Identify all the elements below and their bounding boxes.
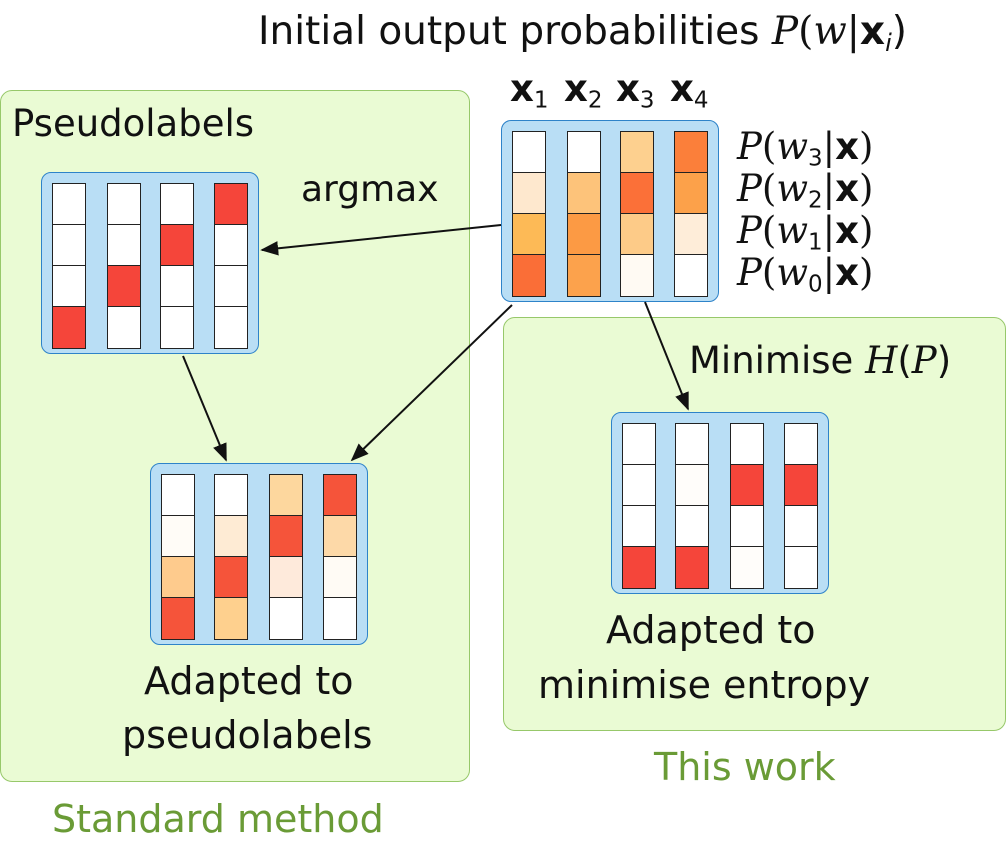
grid-cell (784, 505, 818, 548)
grid-cell (107, 183, 141, 226)
column-header-x3: x3 (616, 67, 655, 114)
grid-cell (269, 474, 303, 517)
grid-cell (161, 597, 195, 640)
grid-cell (214, 556, 248, 599)
grid-cell (784, 423, 818, 466)
grid-cell (674, 131, 708, 174)
grid-cell (214, 474, 248, 517)
minimise-entropy-heading: Minimise H(P) (689, 339, 952, 382)
grid-cell (675, 546, 709, 589)
standard-method-label: Standard method (52, 797, 384, 841)
grid-cell (214, 224, 248, 267)
grid-cell (622, 423, 656, 466)
grid-cell (674, 172, 708, 215)
grid-cell (675, 423, 709, 466)
grid-cell (323, 597, 357, 640)
grid-cell (52, 306, 86, 349)
grid-cell (214, 265, 248, 308)
grid-cell (160, 265, 194, 308)
grid-cell (567, 172, 601, 215)
grid-cell (160, 306, 194, 349)
argmax-label: argmax (301, 169, 439, 210)
adapted-pseudo-caption-line2: pseudolabels (122, 713, 373, 757)
grid-cell (730, 505, 764, 548)
grid-cell (161, 474, 195, 517)
grid-cell (620, 172, 654, 215)
grid-cell (620, 254, 654, 297)
initial-to-entropy-arrow (644, 301, 689, 411)
this-work-label: This work (654, 745, 836, 789)
grid-cell (214, 306, 248, 349)
grid-cell (161, 515, 195, 558)
grid-cell (161, 556, 195, 599)
row-label-w3: P(w3|x) (737, 125, 874, 172)
initial-probabilities-grid (501, 120, 719, 302)
grid-cell (620, 131, 654, 174)
grid-cell (674, 213, 708, 256)
grid-cell (52, 224, 86, 267)
pseudolabels-grid (41, 172, 259, 354)
grid-cell (107, 224, 141, 267)
initial-to-adapted-arrow (350, 304, 513, 462)
adapted-entropy-grid (611, 412, 829, 594)
adapted-pseudo-caption-line1: Adapted to (144, 659, 354, 703)
grid-cell (323, 474, 357, 517)
grid-cell (730, 464, 764, 507)
column-header-x2: x2 (564, 67, 603, 114)
grid-cell (784, 464, 818, 507)
grid-cell (214, 597, 248, 640)
row-label-w2: P(w2|x) (737, 167, 874, 214)
grid-cell (269, 515, 303, 558)
pseudolabels-to-adapted-arrow (182, 355, 227, 462)
grid-cell (323, 556, 357, 599)
argmax-arrow (260, 224, 502, 256)
grid-cell (512, 254, 546, 297)
grid-cell (567, 131, 601, 174)
grid-cell (730, 423, 764, 466)
row-label-w1: P(w1|x) (737, 209, 874, 256)
grid-cell (512, 213, 546, 256)
column-header-x1: x1 (510, 67, 549, 114)
adapted-entropy-caption-line2: minimise entropy (538, 663, 871, 707)
adapted-entropy-caption-line1: Adapted to (606, 608, 816, 652)
grid-cell (52, 265, 86, 308)
grid-cell (107, 306, 141, 349)
grid-cell (674, 254, 708, 297)
row-label-w0: P(w0|x) (737, 251, 874, 298)
grid-cell (214, 515, 248, 558)
grid-cell (269, 597, 303, 640)
column-header-x4: x4 (670, 67, 709, 114)
grid-cell (730, 546, 764, 589)
grid-cell (512, 131, 546, 174)
grid-cell (784, 546, 818, 589)
adapted-pseudolabels-grid (150, 463, 368, 645)
grid-cell (214, 183, 248, 226)
pseudolabels-heading: Pseudolabels (12, 102, 255, 145)
grid-cell (622, 546, 656, 589)
grid-cell (622, 505, 656, 548)
diagram-title: Initial output probabilities P(w|xi) (258, 9, 907, 57)
grid-cell (567, 254, 601, 297)
